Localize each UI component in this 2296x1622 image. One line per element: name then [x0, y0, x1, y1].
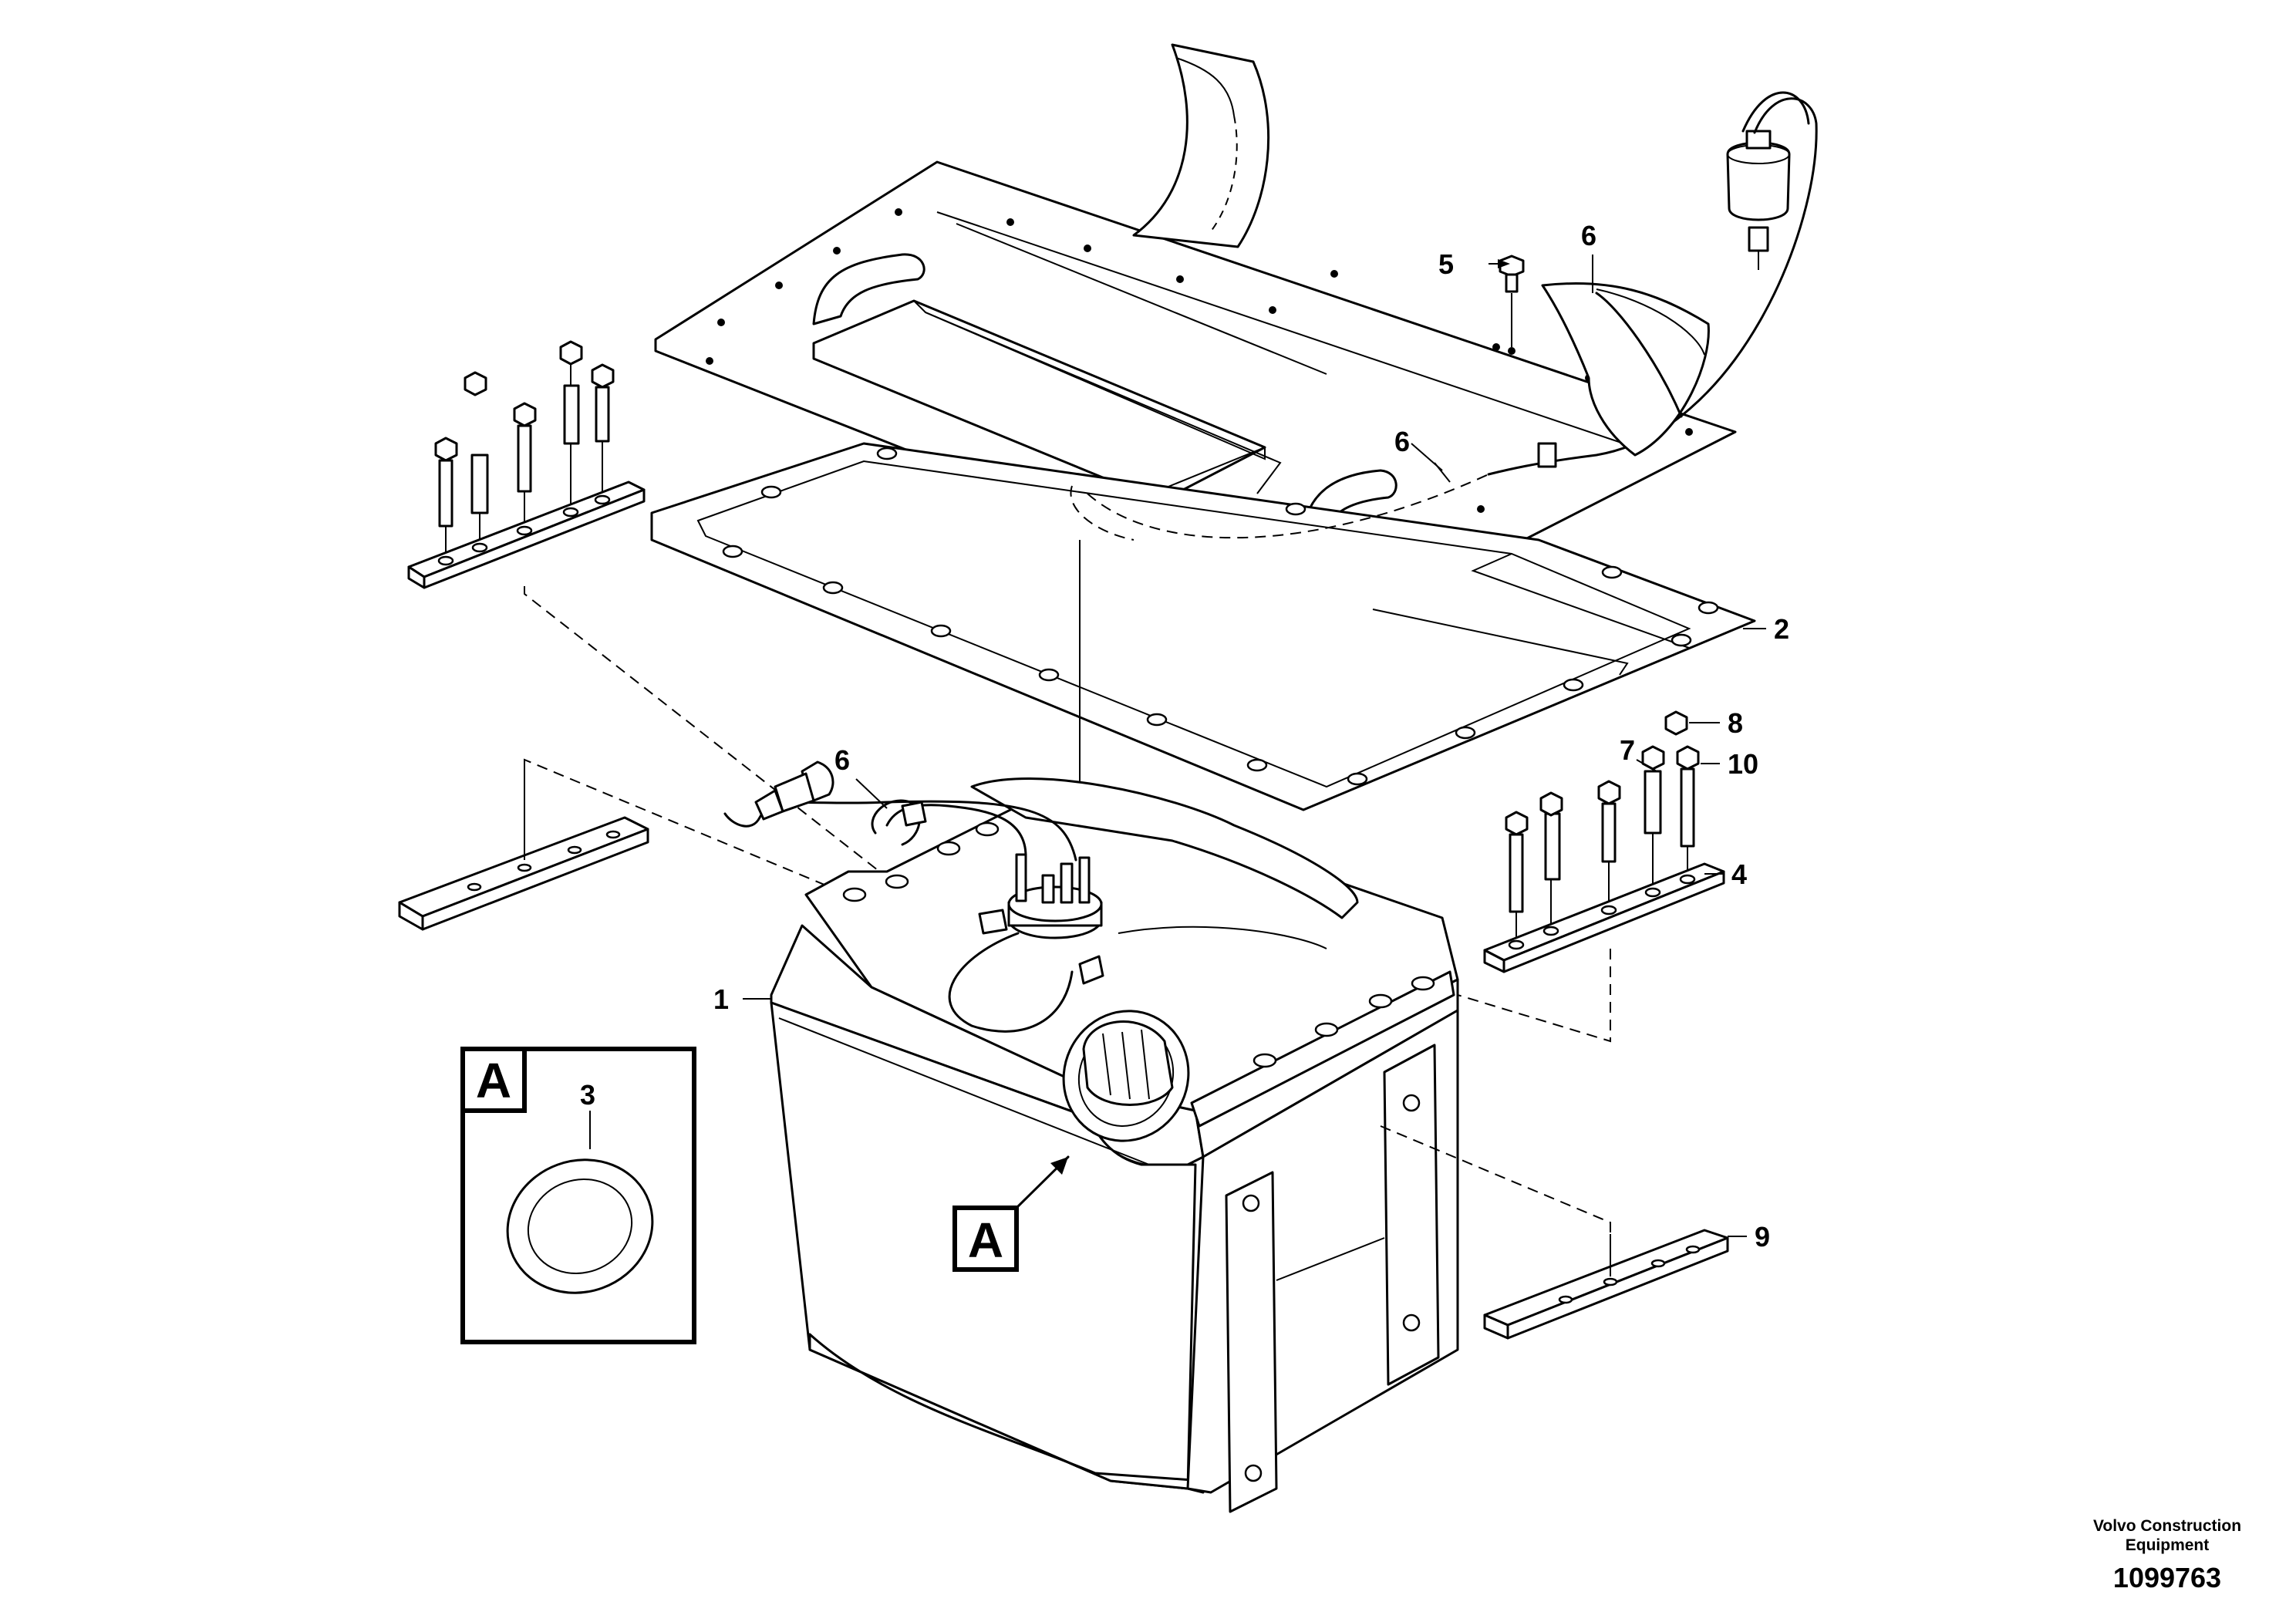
fuel-sender — [885, 804, 1104, 1033]
leader-left-lower — [524, 758, 942, 945]
callout-1: 1 — [713, 983, 729, 1015]
detail-pointer-a: A — [952, 1155, 1070, 1272]
callout-numbers: 1 2 3 4 5 6 6 6 7 8 9 10 — [580, 220, 1789, 1253]
footer-block: Volvo Construction Equipment 1099763 — [2093, 1517, 2241, 1593]
callout-6-tank: 6 — [834, 744, 850, 776]
fuel-hose — [1070, 91, 1818, 541]
air-duct — [1132, 43, 1270, 248]
cover-handle-left — [812, 253, 925, 325]
fuel-filter — [1726, 130, 1791, 270]
detail-pointer-letter: A — [968, 1212, 1003, 1268]
callout-8: 8 — [1728, 707, 1743, 739]
tank-flange-holes — [842, 821, 1435, 1068]
callout-2: 2 — [1774, 613, 1789, 645]
callout-10: 10 — [1728, 748, 1758, 780]
detail-box-letter: A — [476, 1053, 511, 1108]
left-upper-bolts — [434, 340, 615, 575]
callout-4: 4 — [1731, 858, 1747, 890]
filler-cap — [1062, 1010, 1190, 1142]
cover-plate — [654, 160, 1737, 619]
bolt-5 — [1499, 255, 1525, 355]
callout-7: 7 — [1620, 734, 1635, 766]
footer-drawing-number: 1099763 — [2113, 1562, 2221, 1593]
left-lower-strip — [398, 764, 649, 931]
callout-9: 9 — [1755, 1221, 1770, 1253]
footer-company-line1: Volvo Construction — [2093, 1517, 2241, 1535]
right-upper-strip — [1483, 862, 1725, 973]
gasket-frame — [650, 442, 1756, 811]
fuel-tank — [770, 777, 1459, 1513]
callout-5: 5 — [1438, 248, 1454, 280]
cover-hood — [812, 299, 1282, 503]
leader-right-upper — [1457, 949, 1611, 1043]
callout-6-cover: 6 — [1394, 426, 1410, 457]
footer-company-line2: Equipment — [2126, 1536, 2210, 1554]
seal-ring-3 — [506, 1158, 654, 1294]
callout-6-filter: 6 — [1581, 220, 1596, 251]
leader-right-lower — [1380, 1125, 1611, 1234]
right-bolts — [1505, 710, 1700, 937]
gasket-holes — [722, 447, 1719, 786]
callout-3: 3 — [580, 1079, 595, 1111]
leader-left-upper — [524, 586, 949, 926]
right-lower-strip — [1483, 1229, 1729, 1340]
sender-cable — [723, 760, 1077, 862]
left-upper-strip — [407, 481, 646, 589]
callout-leaders — [589, 255, 1766, 1237]
detail-box-a: A — [460, 1047, 696, 1344]
